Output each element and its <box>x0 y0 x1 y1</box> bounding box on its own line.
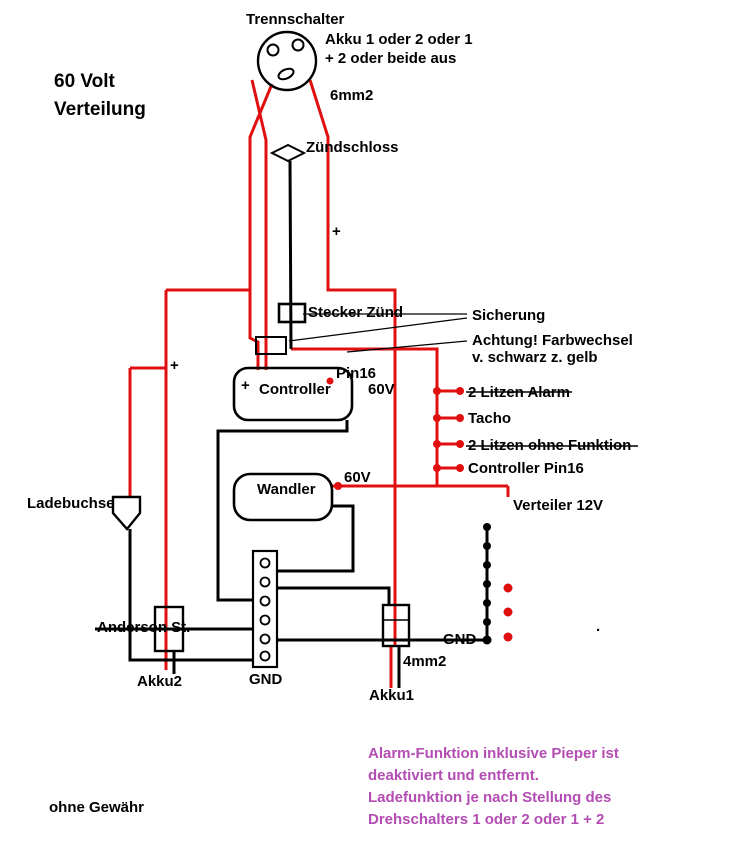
verteiler-black-dot <box>483 618 491 626</box>
stub-dot <box>456 387 464 395</box>
zuendschloss-symbol <box>269 143 307 163</box>
stecker-zuend-label: Stecker Zünd <box>308 304 404 321</box>
litzen-alarm-label: 2 Litzen Alarm <box>468 384 570 401</box>
trennschalter-label: Trennschalter <box>246 11 345 28</box>
achtung-note-line1: Achtung! Farbwechsel <box>472 332 633 349</box>
black-wires <box>95 160 638 688</box>
wire-gauge-4mm2-label: 4mm2 <box>403 653 447 670</box>
wandler-label: Wandler <box>257 481 316 498</box>
anderson-connector-symbol <box>153 605 185 653</box>
stub-dot <box>433 440 441 448</box>
wire-strip-to-akku1 <box>277 586 391 606</box>
trennschalter-symbol <box>256 30 318 92</box>
wire-ladebuchse-gnd <box>128 529 253 662</box>
component-symbols <box>111 30 411 669</box>
wandler-60v-dot <box>334 482 342 490</box>
purple-note-line4: Drehschalters 1 oder 2 oder 1 + 2 <box>368 811 605 828</box>
wire-wandler-gnd-loop <box>277 504 355 573</box>
stub-dot <box>433 387 441 395</box>
verteiler-black-dot <box>483 542 491 550</box>
akku1-label: Akku1 <box>369 687 415 704</box>
verteiler-12v-label: Verteiler 12V <box>513 497 604 514</box>
gnd-right-label: GND <box>443 631 477 648</box>
stub-dot <box>433 464 441 472</box>
wire-controller-gnd-loop <box>216 420 349 602</box>
stub-dot <box>456 440 464 448</box>
anderson-label: Anderson St. <box>97 619 191 636</box>
verteiler-red-dot <box>503 632 513 642</box>
controller-pin16-label: Controller Pin16 <box>468 460 584 477</box>
verteiler-black-dot <box>483 523 491 531</box>
verteiler-red-dot <box>503 607 513 617</box>
v60-controller-label: 60V <box>368 381 395 398</box>
pointer-achtung-wire <box>346 340 468 353</box>
purple-note-line3: Ladefunktion je nach Stellung des <box>368 789 612 806</box>
purple-note-line2: deaktiviert und entfernt. <box>368 767 539 784</box>
stray-mark: . <box>596 618 601 635</box>
terminal-strip <box>251 549 279 669</box>
purple-note-line1: Alarm-Funktion inklusive Pieper ist <box>368 745 619 762</box>
stub-dot <box>433 414 441 422</box>
akku-note-line2: + 2 oder beide aus <box>325 50 457 67</box>
ohne-gewaehr-label: ohne Gewähr <box>49 799 145 816</box>
wandler-box <box>232 472 334 522</box>
akku2-label: Akku2 <box>137 673 183 690</box>
controller-plus-label: + <box>241 377 250 394</box>
wire-switch-right-to-akku1 <box>308 79 397 646</box>
verteiler-black-dot <box>483 580 491 588</box>
wire-switch-left-down <box>248 83 274 370</box>
page-title-line2: Verteilung <box>54 99 146 120</box>
verteiler-black-dot <box>483 561 491 569</box>
controller-label: Controller <box>259 381 331 398</box>
akku1-connector-symbol <box>381 603 411 648</box>
sicherung-symbol <box>255 336 287 355</box>
ladebuchse-symbol <box>111 495 142 531</box>
zuendschloss-label: Zündschloss <box>306 139 399 156</box>
pin16-dot <box>326 377 334 385</box>
pin16-label: Pin16 <box>336 365 377 382</box>
pointer-sicherung-fuse <box>288 317 468 342</box>
ladebuchse-label: Ladebuchse <box>27 495 115 512</box>
litzen-ohne-funktion-label: 2 Litzen ohne Funktion <box>468 437 632 454</box>
stecker-zuend-symbol <box>277 302 307 324</box>
gnd-center-label: GND <box>249 671 283 688</box>
plus-top-label: + <box>332 223 341 240</box>
tacho-label: Tacho <box>468 410 512 427</box>
wire-gauge-6mm2-label: 6mm2 <box>330 87 374 104</box>
stub-dot <box>456 414 464 422</box>
v60-wandler-label: 60V <box>344 469 371 486</box>
controller-box <box>232 366 354 422</box>
achtung-note-line2: v. schwarz z. gelb <box>472 349 598 366</box>
verteiler-red-dot <box>503 583 513 593</box>
wire-switch-cross-down <box>250 79 268 370</box>
wire-zuendschloss-down <box>288 160 293 350</box>
page-title-line1: 60 Volt <box>54 71 115 92</box>
akku-note-line1: Akku 1 oder 2 oder 1 <box>325 31 473 48</box>
stub-dot <box>456 464 464 472</box>
sicherung-label: Sicherung <box>472 307 546 324</box>
verteiler-black-dot <box>483 599 491 607</box>
plus-left-label: + <box>170 357 179 374</box>
